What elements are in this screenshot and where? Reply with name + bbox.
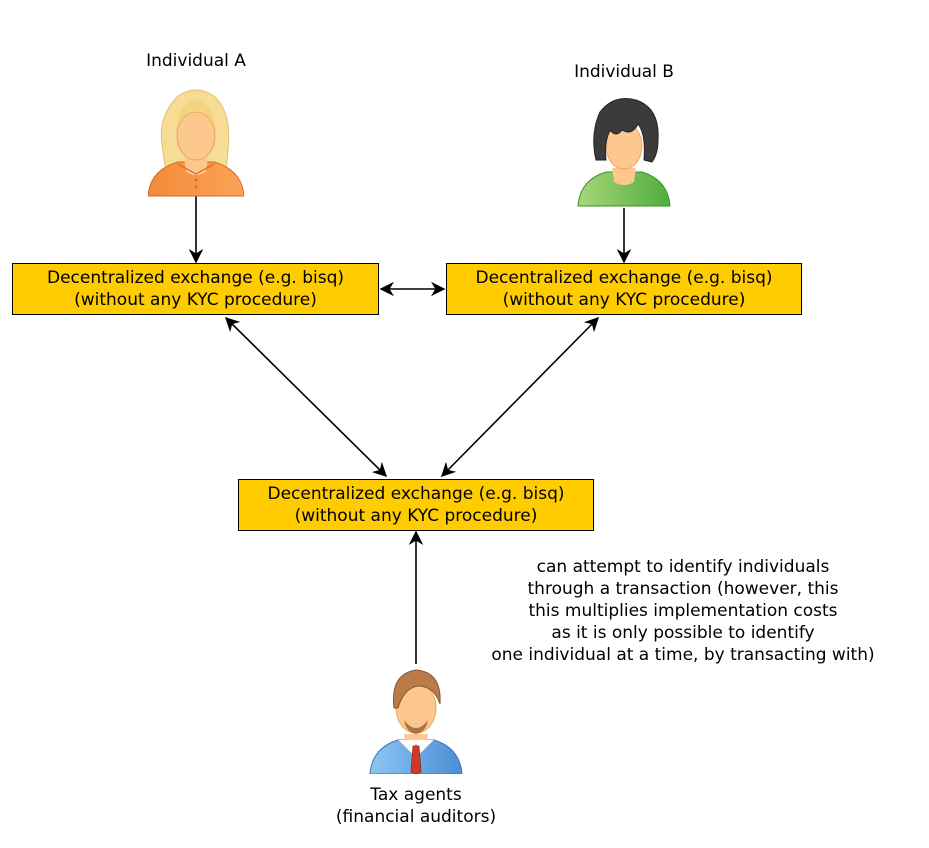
woman-dark-green-icon: [577, 98, 671, 207]
annotation-line: this multiplies implementation costs: [528, 601, 838, 621]
arrow-right-bottom-exchange: [440, 316, 600, 478]
tax-agents-subtitle: (financial auditors): [335, 807, 497, 827]
annotation-line: one individual at a time, by transacting…: [491, 645, 875, 665]
exchange-box-right: Decentralized exchange (e.g. bisq) (with…: [446, 263, 802, 315]
woman-blonde-orange-icon: [148, 89, 244, 197]
exchange-bottom-line2: (without any KYC procedure): [294, 506, 538, 526]
annotation-text: can attempt to identify individuals thro…: [454, 556, 912, 666]
annotation-line: can attempt to identify individuals: [536, 557, 830, 577]
exchange-left-line1: Decentralized exchange (e.g. bisq): [46, 268, 344, 288]
tax-agents-title: Tax agents: [370, 785, 462, 805]
exchange-right-line2: (without any KYC procedure): [502, 290, 746, 310]
tax-agents-label: Tax agents (financial auditors): [296, 784, 536, 828]
exchange-right-line1: Decentralized exchange (e.g. bisq): [475, 268, 773, 288]
individual-a-label: Individual A: [146, 51, 246, 71]
arrow-left-bottom-exchange: [224, 316, 388, 478]
individual-b-label: Individual B: [574, 62, 674, 82]
annotation-line: as it is only possible to identify: [551, 623, 815, 643]
exchange-left-line2: (without any KYC procedure): [74, 290, 317, 310]
exchange-bottom-line1: Decentralized exchange (e.g. bisq): [267, 484, 565, 504]
man-tie-blue-icon: [369, 669, 463, 774]
annotation-line: through a transaction (however, this: [527, 579, 839, 599]
exchange-box-bottom: Decentralized exchange (e.g. bisq) (with…: [238, 479, 594, 531]
exchange-box-left: Decentralized exchange (e.g. bisq) (with…: [12, 263, 379, 315]
